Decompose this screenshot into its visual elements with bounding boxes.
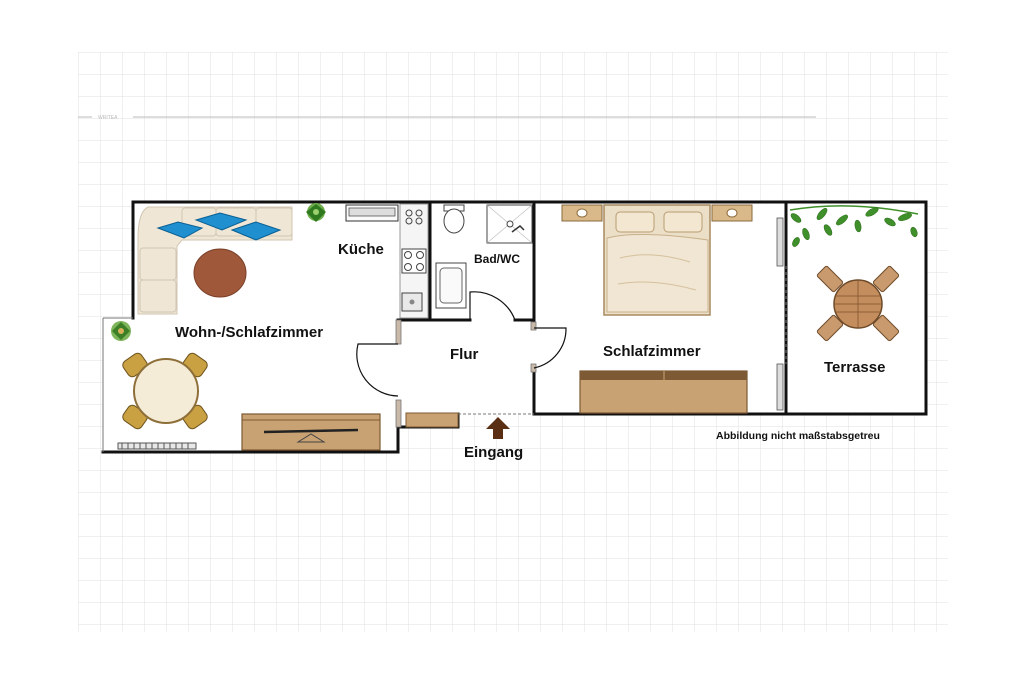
entrance-arrow-icon <box>486 417 510 439</box>
nightstand-right <box>711 204 753 222</box>
terrace-door-frames <box>776 217 784 411</box>
room-label-hall: Flur <box>450 346 478 363</box>
door-swings <box>356 291 567 397</box>
tv-sideboard <box>241 413 381 451</box>
entrance-label: Eingang <box>464 444 523 461</box>
walls <box>101 200 928 454</box>
room-label-living: Wohn-/Schlafzimmer <box>175 324 323 341</box>
bathroom-fixtures <box>435 204 533 309</box>
room-label-terrace: Terrasse <box>824 359 885 376</box>
terrace-table-set <box>816 265 900 342</box>
wardrobe <box>579 370 748 414</box>
radiator <box>117 442 197 450</box>
scale-note: Abbildung nicht maßstabsgetreu <box>716 430 880 442</box>
ruler: WRITEA <box>78 115 816 121</box>
door-posts <box>395 319 537 428</box>
round-rug <box>193 248 247 298</box>
room-label-bedroom: Schlafzimmer <box>603 343 701 360</box>
dining-set <box>122 352 208 430</box>
plant-living-left <box>111 321 131 341</box>
ruler-label: WRITEA <box>98 115 118 121</box>
room-label-kitchen: Küche <box>338 241 384 258</box>
nightstand-left <box>561 204 603 222</box>
double-bed <box>603 204 711 316</box>
kitchen-counter <box>345 203 429 319</box>
plant-living-top <box>306 203 326 222</box>
hall-shelf <box>405 412 459 428</box>
room-label-bath: Bad/WC <box>474 252 520 266</box>
terrace-plant <box>789 205 919 247</box>
sofa-cushions <box>156 212 282 241</box>
